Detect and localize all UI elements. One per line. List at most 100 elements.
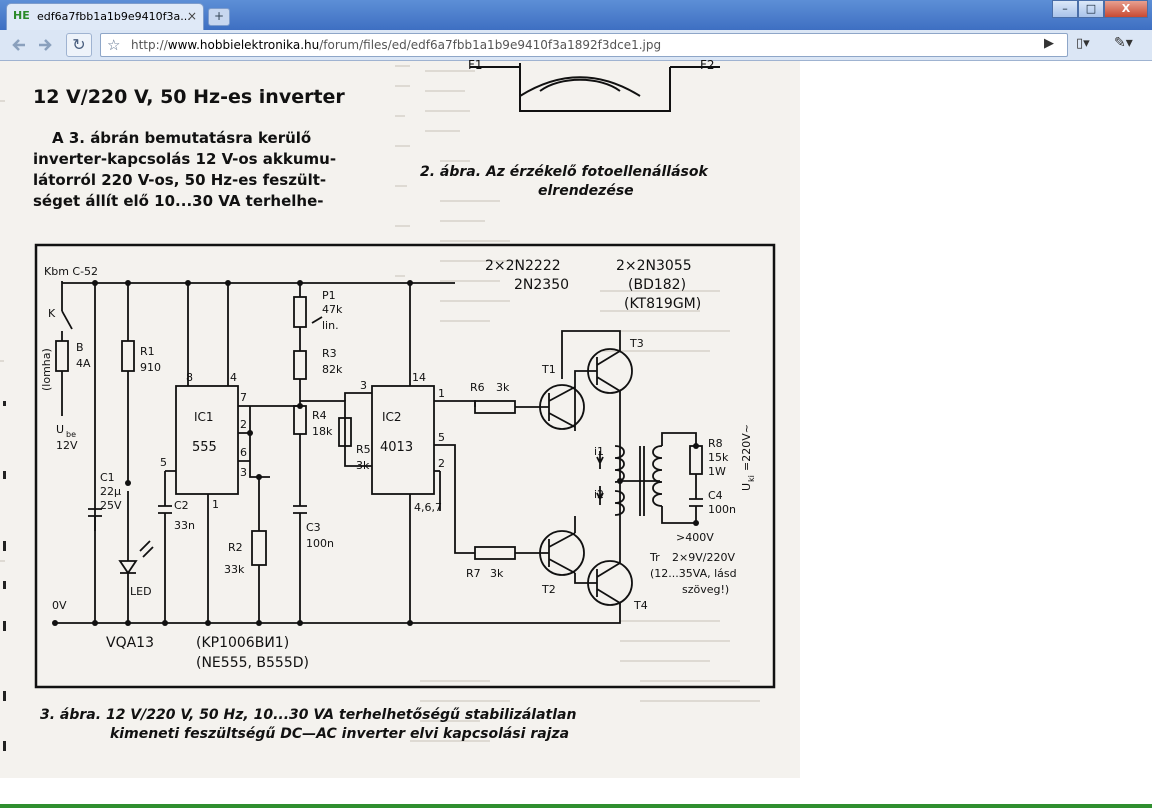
ic2-pin-467: 4,6,7 (414, 501, 442, 514)
label-header-2a: 2N2350 (514, 277, 569, 293)
label-r7-val: 3k (490, 567, 504, 580)
label-tr-val: 2×9V/220V (672, 551, 735, 564)
left-margin-marks (3, 401, 6, 751)
ic1-pin-6: 6 (240, 446, 247, 459)
label-r5: R5 (356, 443, 371, 456)
browser-titlebar: HE edf6a7fbb1a1b9e9410f3a... × + – □ X (0, 0, 1152, 30)
label-ic2-type: 4013 (380, 440, 413, 455)
label-t2: T2 (541, 583, 556, 596)
label-ne555: (NE555, B555D) (196, 655, 309, 671)
label-t4: T4 (633, 599, 648, 612)
label-header-3b: (KT819GM) (624, 296, 701, 312)
ic1-pin-4: 4 (230, 371, 237, 384)
fig3-caption-line-1: 3. ábra. 12 V/220 V, 50 Hz, 10...30 VA t… (40, 707, 576, 723)
label-c3-val: 100n (306, 537, 334, 550)
label-p1-val: 47k (322, 303, 343, 316)
label-t3: T3 (629, 337, 644, 350)
label-r7: R7 (466, 567, 481, 580)
browser-tab[interactable]: HE edf6a7fbb1a1b9e9410f3a... × (6, 3, 204, 30)
label-i2: i2 (594, 488, 604, 501)
fig3-caption-line-2: kimeneti feszültségű DC—AC inverter elvi… (110, 726, 569, 742)
label-c1: C1 (100, 471, 115, 484)
label-tr-note-1: (12...35VA, lásd (650, 567, 737, 580)
label-kbm: Kbm C-52 (44, 265, 98, 278)
label-r4-val: 18k (312, 425, 333, 438)
label-r2-val: 33k (224, 563, 245, 576)
label-tr: Tr (649, 551, 660, 564)
circuit-labels: Kbm C-52 K B 4A (lomha) U be 12V R1 910 … (40, 258, 756, 671)
tab-title: edf6a7fbb1a1b9e9410f3a... (37, 10, 191, 23)
label-k: K (48, 307, 56, 320)
label-r1-val: 910 (140, 361, 161, 374)
minimize-button[interactable]: – (1052, 0, 1078, 18)
ic2-pin-2: 2 (438, 457, 445, 470)
label-r6-val: 3k (496, 381, 510, 394)
close-window-button[interactable]: X (1104, 0, 1148, 18)
label-r4: R4 (312, 409, 327, 422)
ic1-pin-3: 3 (240, 466, 247, 479)
fig3-frame (34, 243, 776, 689)
address-bar[interactable]: ☆ http://www.hobbielektronika.hu/forum/f… (100, 33, 1068, 57)
fig2-caption-line-2: elrendezése (538, 183, 634, 199)
forward-button[interactable] (34, 35, 56, 55)
label-r8-val1: 15k (708, 451, 729, 464)
go-button[interactable]: ▶ (1044, 36, 1054, 51)
intro-line-3: látorról 220 V-os, 50 Hz-es feszült- (33, 171, 326, 189)
url-prefix: http:// (131, 38, 168, 52)
schematic-scan: 12 V/220 V, 50 Hz-es inverter A 3. ábrán… (0, 58, 776, 751)
window-controls: – □ X (1052, 0, 1148, 18)
label-r3: R3 (322, 347, 337, 360)
label-ube-sub: be (66, 430, 76, 439)
label-c2: C2 (174, 499, 189, 512)
ic1-pin-8: 8 (186, 371, 193, 384)
back-button[interactable] (8, 35, 30, 55)
label-ic1-type: 555 (192, 440, 217, 455)
fig2-label-f1: F1 (468, 58, 483, 72)
label-ic1: IC1 (194, 410, 214, 424)
reload-button[interactable]: ↻ (66, 33, 92, 57)
label-ube-val: 12V (56, 439, 78, 452)
fig2-label-f2: F2 (700, 58, 715, 72)
url-host: www.hobbielektronika.hu (167, 38, 320, 52)
label-header-1b: 2×2N3055 (616, 258, 692, 274)
label-r5-val: 3k (356, 459, 370, 472)
ic1-pin-5: 5 (160, 456, 167, 469)
label-c4: C4 (708, 489, 723, 502)
bookmark-star-icon[interactable]: ☆ (107, 36, 121, 54)
label-c3: C3 (306, 521, 321, 534)
new-tab-button[interactable]: + (208, 8, 230, 26)
label-0v: 0V (52, 599, 67, 612)
scanned-image: 12 V/220 V, 50 Hz-es inverter A 3. ábrán… (0, 58, 800, 778)
label-header-1a: 2×2N2222 (485, 258, 561, 274)
label-c4-val: 100n (708, 503, 736, 516)
tools-menu-button[interactable]: ✎▾ (1114, 35, 1133, 51)
label-uki-group: U ki =220V~ (740, 424, 756, 491)
label-ic2: IC2 (382, 410, 402, 424)
junction-dots (52, 280, 699, 626)
label-r8-val2: 1W (708, 465, 726, 478)
label-uki-val: =220V~ (740, 424, 753, 471)
intro-line-1: A 3. ábrán bemutatásra kerülő (52, 129, 311, 147)
close-tab-icon[interactable]: × (186, 9, 197, 23)
label-r6: R6 (470, 381, 485, 394)
ic2-pin-14: 14 (412, 371, 426, 384)
label-r2: R2 (228, 541, 243, 554)
page-content: 12 V/220 V, 50 Hz-es inverter A 3. ábrán… (0, 58, 1152, 808)
maximize-button[interactable]: □ (1078, 0, 1104, 18)
label-t1: T1 (541, 363, 556, 376)
ic1-pin-7: 7 (240, 391, 247, 404)
page-menu-button[interactable]: ▯▾ (1076, 36, 1090, 51)
label-ube: U (56, 423, 64, 436)
ic1-pin-2: 2 (240, 418, 247, 431)
site-favicon-icon: HE (13, 9, 30, 22)
label-p1: P1 (322, 289, 336, 302)
label-r8: R8 (708, 437, 723, 450)
label-header-2b: (BD182) (628, 277, 686, 293)
forward-arrow-icon (39, 39, 52, 51)
label-400v: >400V (676, 531, 714, 544)
ic1-pin-1: 1 (212, 498, 219, 511)
label-p1-type: lin. (322, 319, 339, 332)
label-i1: i1 (594, 445, 604, 458)
intro-line-2: inverter-kapcsolás 12 V-os akkumu- (33, 150, 336, 168)
label-vqa13: VQA13 (106, 635, 154, 651)
